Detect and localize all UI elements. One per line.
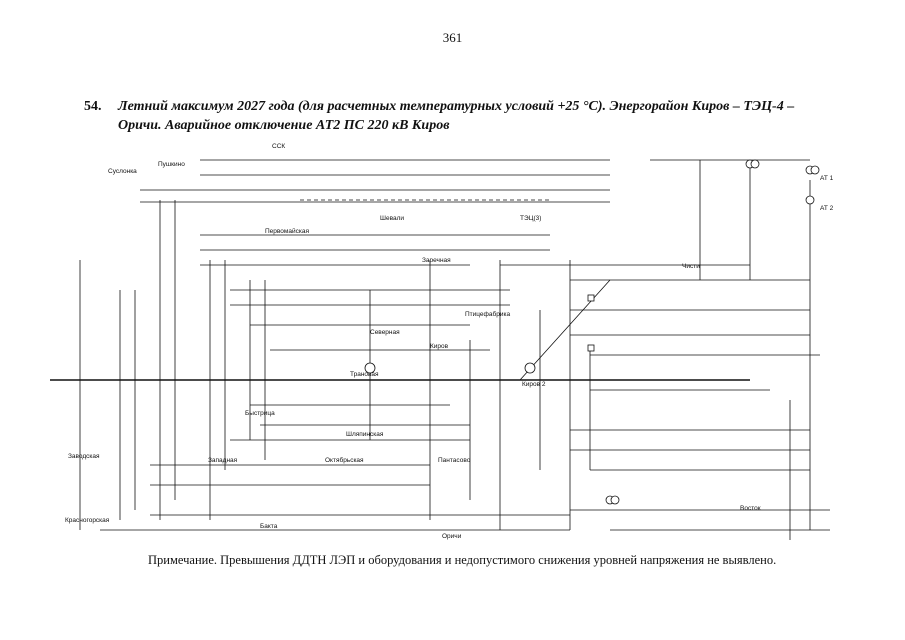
label-bystritsa: Быстрица (245, 410, 275, 417)
page-number: 361 (442, 30, 463, 45)
label-bakta: Бакта (260, 523, 278, 530)
label-shlyapinskaya: Шляпинская (346, 431, 384, 438)
label-at2: АТ 2 (820, 205, 834, 212)
label-tets3: ТЭЦ(3) (520, 215, 541, 222)
label-ssk: ССК (272, 143, 285, 150)
label-vostok: Восток (740, 505, 761, 512)
label-kirov: Киров (430, 343, 449, 350)
section-heading: 54. Летний максимум 2027 года (для расче… (84, 97, 838, 135)
label-ptitsefabrika: Птицефабрика (465, 310, 510, 318)
label-suslonka: Суслонка (108, 168, 137, 175)
label-pushkino: Пушкино (158, 161, 185, 168)
label-orichi: Оричи (442, 533, 462, 540)
label-severnaya: Северная (370, 329, 400, 336)
power-grid-scheme: ССК Суслонка Пушкино Первомайская Шевали… (50, 143, 834, 540)
label-zarechnaya: Заречная (422, 257, 451, 264)
section-number: 54. (84, 99, 102, 114)
label-shevali: Шевали (380, 215, 404, 222)
label-kirov2: Киров 2 (522, 381, 546, 388)
label-at1: АТ 1 (820, 175, 834, 182)
section-title: Летний максимум 2027 года (для расчетных… (118, 99, 795, 133)
label-oktyabrskaya: Октябрьская (325, 456, 364, 464)
label-pantasovo: Пантасово (438, 457, 471, 464)
label-pervomayskaya: Первомайская (265, 227, 309, 235)
label-zapadnaya: Западная (208, 457, 238, 464)
label-krasnogorskaya: Красногорская (65, 517, 110, 524)
label-tryanovaya: Трановая (350, 371, 379, 378)
label-zavodskaya: Заводская (68, 453, 100, 460)
label-chistyakovo: Чисти (682, 263, 700, 270)
footnote: Примечание. Превышения ДДТН ЛЭП и оборуд… (148, 553, 777, 567)
